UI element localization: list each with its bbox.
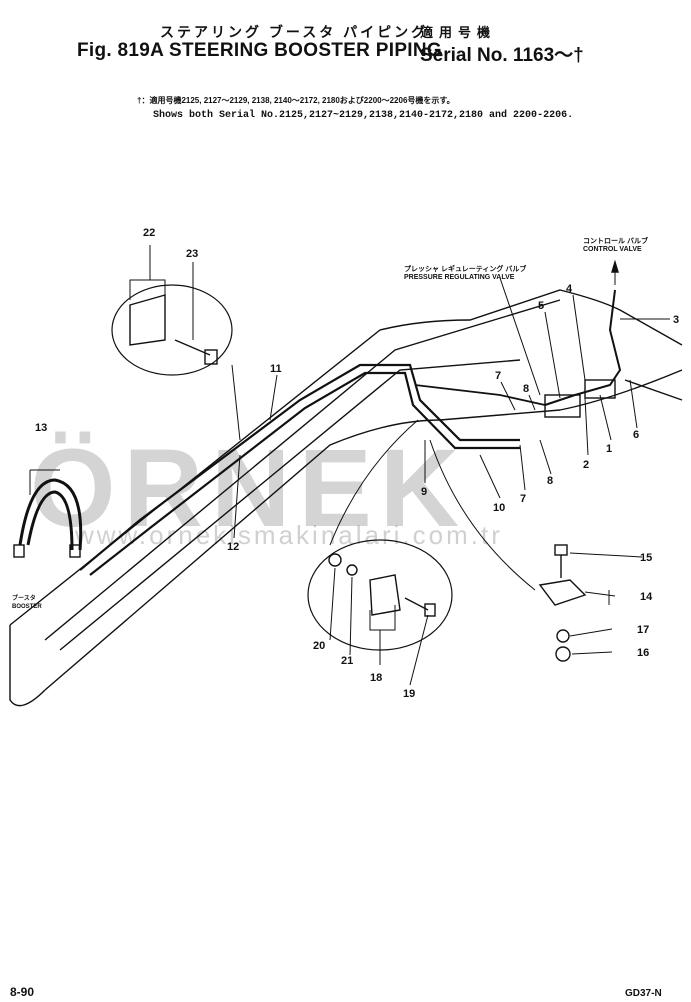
prv-label-jp: プレッシャ レギュレーティング バルブ [404,266,527,273]
callout-18: 18 [370,672,382,684]
watermark-brand: ÖRNEK [30,427,468,550]
callout-8: 8 [523,383,529,395]
callout-20: 20 [313,640,325,652]
title-japanese: ステアリング ブースタ パイピング [160,24,429,40]
model-code: GD37-N [625,988,662,999]
note-japanese: †：適用号機2125, 2127～2129, 2138, 2140～2172, … [137,96,455,105]
callout-9: 9 [421,486,427,498]
callout-8-second: 8 [547,475,553,487]
callout-16: 16 [637,647,649,659]
control-valve-label-jp: コントロール バルブ [583,238,648,245]
callout-1: 1 [606,443,612,455]
serial-range: Serial No. 1163～† [420,45,584,66]
callout-7: 7 [495,370,501,382]
callout-5: 5 [538,300,544,312]
prv-label-en: PRESSURE REGULATING VALVE [404,274,515,281]
callout-13: 13 [35,422,47,434]
callout-6: 6 [633,429,639,441]
page-number: 8-90 [10,985,35,999]
booster-label-en: BOOSTER [12,604,42,610]
serial-japanese: 適用号機 [420,25,497,40]
callout-4: 4 [566,283,573,295]
callout-17: 17 [637,624,649,636]
callout-23: 23 [186,248,198,260]
callout-21: 21 [341,655,353,667]
callout-11: 11 [270,363,282,375]
callout-7-second: 7 [520,493,526,505]
control-valve-label: コントロール バルブ CONTROL VALVE [583,238,648,254]
pressure-regulating-valve-label: プレッシャ レギュレーティング バルブ PRESSURE REGULATING … [404,266,526,282]
callout-22: 22 [143,227,155,239]
callout-14: 14 [640,591,653,603]
booster-label-jp: ブースタ [12,596,36,602]
callout-3: 3 [673,314,679,326]
booster-label: ブースタ BOOSTER [12,595,42,611]
callout-15: 15 [640,552,652,564]
callout-10: 10 [493,502,505,514]
callout-2: 2 [583,459,589,471]
control-valve-label-en: CONTROL VALVE [583,246,642,253]
figure-title: Fig. 819A STEERING BOOSTER PIPING [77,40,442,61]
note-english: Shows both Serial No.2125,2127~2129,2138… [153,110,574,121]
watermark-url: www.ornekismakinalari.com.tr [75,520,503,550]
callout-19: 19 [403,688,415,700]
callout-12: 12 [227,541,239,553]
